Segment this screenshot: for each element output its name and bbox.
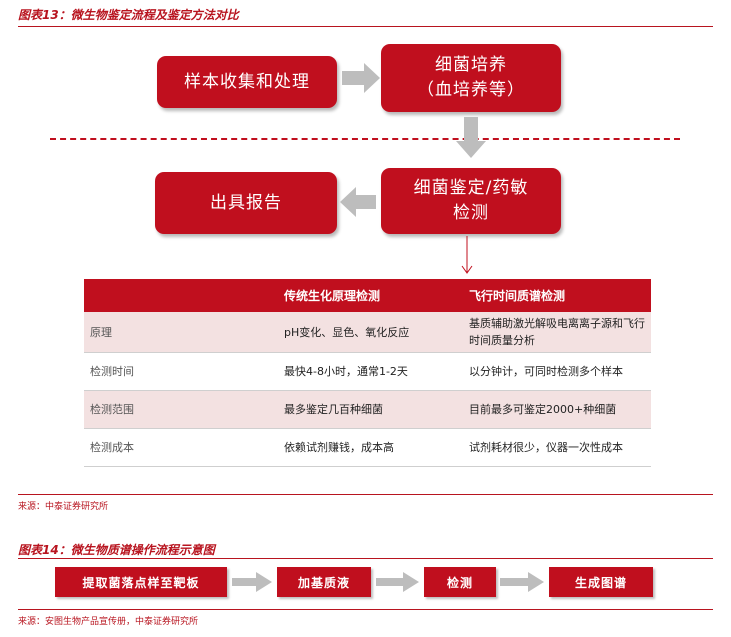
- table-cell: 试剂耗材很少，仪器一次性成本: [463, 428, 651, 467]
- step-arrow-1: [232, 572, 272, 592]
- figure14-title: 图表14：微生物质谱操作流程示意图: [18, 543, 215, 557]
- arrow-right-collect-to-culture: [342, 63, 380, 93]
- step-arrow-2: [376, 572, 419, 592]
- step-add-matrix: 加基质液: [277, 567, 371, 597]
- table-row-label: 检测范围: [84, 390, 278, 429]
- table-cell: 目前最多可鉴定2000+种细菌: [463, 390, 651, 429]
- table-header-maldi-tof: 飞行时间质谱检测: [463, 279, 651, 312]
- step-spot-colony: 提取菌落点样至靶板: [55, 567, 227, 597]
- box-bacteria-culture: 细菌培养 （血培养等）: [381, 44, 561, 112]
- box-issue-report: 出具报告: [155, 172, 337, 234]
- arrow-down-to-table-head: [461, 265, 473, 274]
- table-row-label: 原理: [84, 312, 278, 353]
- box-bacteria-culture-line1: 细菌培养: [435, 55, 507, 75]
- dashed-divider: [50, 138, 680, 140]
- step-add-matrix-label: 加基质液: [297, 575, 350, 590]
- figure14-source-rule: [18, 609, 713, 610]
- table-cell: 依赖试剂赚钱，成本高: [278, 428, 463, 467]
- table-cell: 基质辅助激光解吸电离离子源和飞行时间质量分析: [463, 312, 651, 353]
- step-generate-spectrum: 生成图谱: [549, 567, 653, 597]
- box-identification-test: 细菌鉴定/药敏 检测: [381, 168, 561, 234]
- step-detect: 检测: [424, 567, 496, 597]
- table-header-traditional: 传统生化原理检测: [278, 279, 463, 312]
- table-row: 检测成本 依赖试剂赚钱，成本高 试剂耗材很少，仪器一次性成本: [84, 428, 651, 467]
- figure13-title-rule: [18, 26, 713, 27]
- step-generate-spectrum-label: 生成图谱: [574, 575, 627, 590]
- box-sample-collection: 样本收集和处理: [157, 56, 337, 108]
- table-header-row: 传统生化原理检测 飞行时间质谱检测: [84, 279, 651, 312]
- box-bacteria-culture-line2: （血培养等）: [417, 80, 525, 100]
- box-identification-test-line1: 细菌鉴定/药敏: [413, 178, 529, 198]
- box-issue-report-label: 出具报告: [210, 192, 282, 213]
- table-row: 检测范围 最多鉴定几百种细菌 目前最多可鉴定2000+种细菌: [84, 390, 651, 429]
- table-row: 检测时间 最快4-8小时，通常1-2天 以分钟计，可同时检测多个样本: [84, 352, 651, 391]
- arrow-down-culture-to-identify: [456, 117, 486, 158]
- step-spot-colony-label: 提取菌落点样至靶板: [82, 575, 200, 590]
- table-cell: 最多鉴定几百种细菌: [278, 390, 463, 429]
- box-identification-test-line2: 检测: [453, 203, 489, 223]
- table-row-label: 检测成本: [84, 428, 278, 467]
- figure13-title: 图表13：微生物鉴定流程及鉴定方法对比: [18, 8, 239, 22]
- table-cell: pH变化、显色、氧化反应: [278, 312, 463, 353]
- table-row-label: 检测时间: [84, 352, 278, 391]
- figure14-title-rule: [18, 558, 713, 559]
- figure14-source: 来源：安图生物产品宣传册，中泰证券研究所: [18, 617, 199, 627]
- table-cell: 最快4-8小时，通常1-2天: [278, 352, 463, 391]
- box-sample-collection-label: 样本收集和处理: [184, 71, 310, 92]
- figure13-source-rule: [18, 494, 713, 495]
- comparison-table: 传统生化原理检测 飞行时间质谱检测 原理 pH变化、显色、氧化反应 基质辅助激光…: [84, 279, 651, 467]
- arrow-left-identify-to-report: [340, 187, 376, 217]
- table-header-blank: [84, 279, 278, 312]
- step-arrow-3: [500, 572, 544, 592]
- table-row: 原理 pH变化、显色、氧化反应 基质辅助激光解吸电离离子源和飞行时间质量分析: [84, 312, 651, 353]
- figure13-source: 来源：中泰证券研究所: [18, 502, 109, 512]
- table-cell: 以分钟计，可同时检测多个样本: [463, 352, 651, 391]
- step-detect-label: 检测: [446, 575, 473, 590]
